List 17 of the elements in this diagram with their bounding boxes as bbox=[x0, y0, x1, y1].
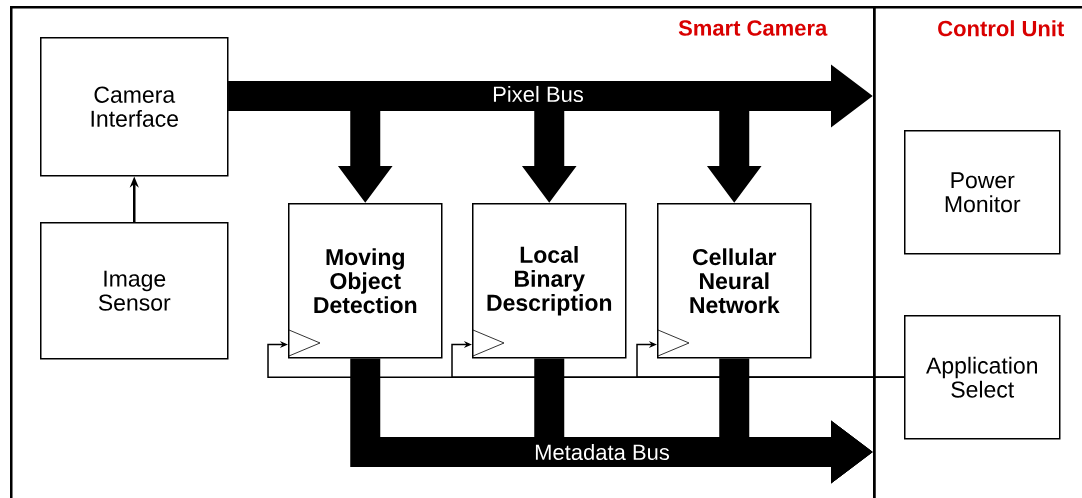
process-block bbox=[472, 203, 627, 359]
component-box bbox=[904, 130, 1061, 255]
component-box bbox=[904, 315, 1061, 440]
node-label: Moving Object Detection bbox=[314, 248, 417, 314]
component-box bbox=[40, 222, 229, 360]
node-label: Application Select bbox=[926, 356, 1037, 398]
edge-label: Pixel Bus bbox=[493, 85, 584, 103]
node-label: Power Monitor bbox=[945, 172, 1021, 213]
node-label: Image Sensor bbox=[98, 270, 171, 311]
component-box bbox=[40, 37, 229, 177]
edge-label: Metadata Bus bbox=[535, 443, 670, 461]
process-block bbox=[288, 203, 443, 359]
node-label: Local Binary Description bbox=[487, 246, 612, 316]
node-label: Cellular Neural Network bbox=[690, 248, 780, 314]
node-label: Camera Interface bbox=[91, 86, 178, 127]
control-line bbox=[636, 340, 905, 378]
process-block bbox=[657, 203, 812, 359]
